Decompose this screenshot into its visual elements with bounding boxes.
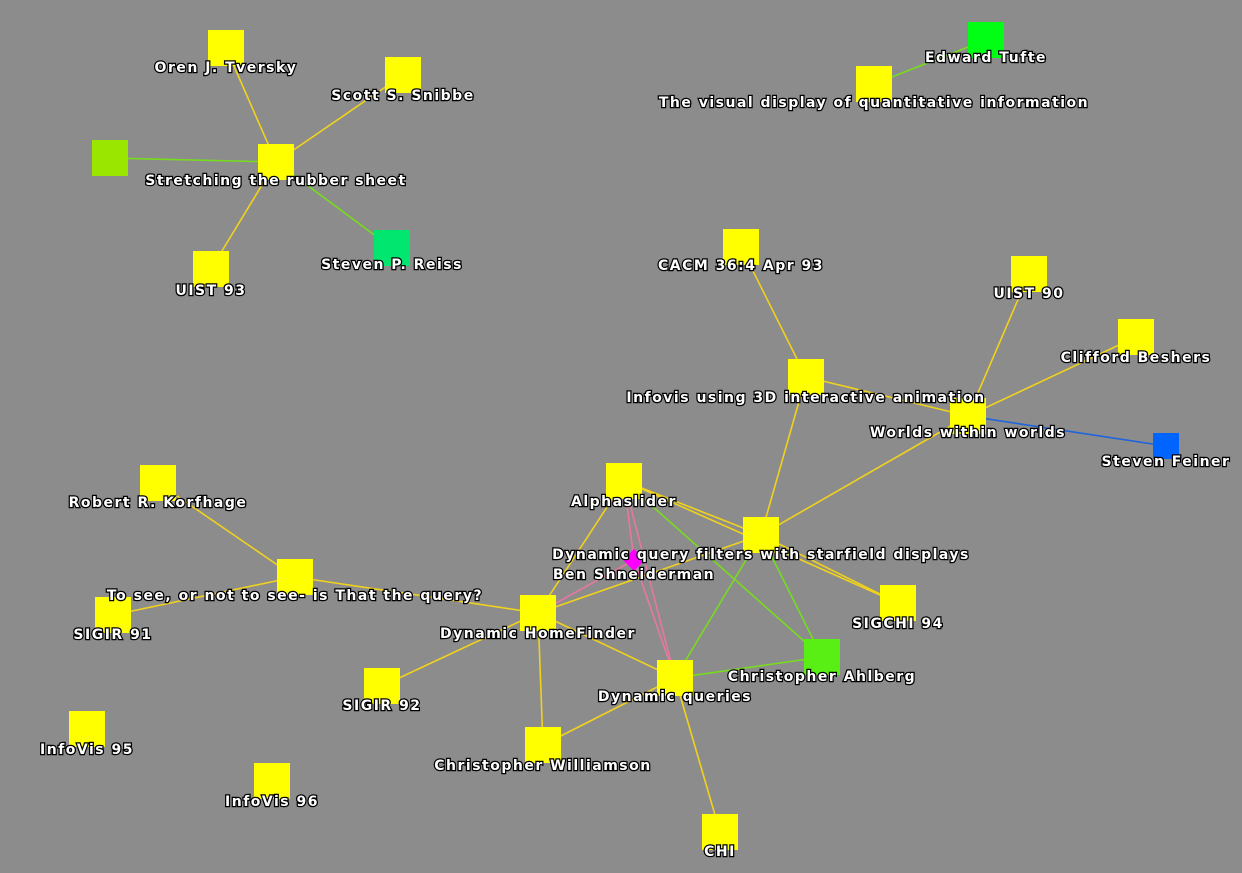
node-label-starfield: Dynamic query filters with starfield dis…	[552, 547, 970, 563]
edge-starfield-sigchi94	[760, 534, 899, 604]
node-label-uist90: UIST 90	[993, 286, 1064, 302]
node-infovis3d[interactable]	[788, 359, 824, 395]
edge-reiss-rubber	[275, 161, 393, 249]
node-label-cacm: CACM 36:4 Apr 93	[658, 258, 824, 274]
node-tufte[interactable]	[968, 22, 1004, 58]
node-label-dynqueries: Dynamic queries	[598, 689, 752, 705]
edge-homefinder-williamson	[537, 612, 544, 746]
node-uist90[interactable]	[1011, 256, 1047, 292]
node-label-visual: The visual display of quantitative infor…	[659, 95, 1089, 111]
node-label-shneiderman: Ben Shneiderman	[553, 567, 715, 583]
node-label-infovis3d: Infovis using 3D interactive animation	[626, 390, 985, 406]
edge-alphaslider-dynqueries	[623, 480, 676, 679]
edge-shneiderman-dynqueries	[633, 559, 676, 679]
node-label-sigir91: SIGIR 91	[73, 627, 152, 643]
edge-infovis3d-starfield	[760, 376, 807, 536]
node-feiner[interactable]	[1153, 433, 1179, 459]
node-label-snibbe: Scott S. Snibbe	[331, 88, 474, 104]
edge-korfhage-tosee	[157, 482, 296, 578]
edge-homefinder-sigir92	[381, 612, 539, 687]
node-dynqueries[interactable]	[657, 660, 693, 696]
node-homefinder[interactable]	[520, 595, 556, 631]
edge-snibbe-rubber	[275, 74, 404, 163]
node-tosee[interactable]	[277, 559, 313, 595]
node-uist93[interactable]	[193, 251, 229, 287]
node-worlds[interactable]	[950, 398, 986, 434]
node-label-tufte: Edward Tufte	[925, 50, 1047, 66]
node-label-infovis96: InfoVis 96	[225, 794, 319, 810]
node-label-alphaslider: Alphaslider	[571, 494, 677, 510]
node-layer	[69, 22, 1179, 850]
node-label-beshers: Clifford Beshers	[1061, 350, 1212, 366]
node-label-sigir92: SIGIR 92	[342, 698, 421, 714]
node-label-infovis95: InfoVis 95	[40, 742, 134, 758]
node-rubber[interactable]	[258, 144, 294, 180]
node-infovis95[interactable]	[69, 711, 105, 747]
node-ahlberg[interactable]	[804, 639, 840, 675]
edge-tosee-sigir91	[112, 576, 296, 616]
node-beshers[interactable]	[1118, 319, 1154, 355]
edge-starfield-ahlberg	[760, 534, 823, 658]
node-label-worlds: Worlds within worlds	[870, 425, 1066, 441]
edge-unnamed-rubber	[109, 157, 277, 163]
edge-dynqueries-williamson	[542, 677, 676, 746]
edge-tosee-homefinder	[294, 576, 539, 614]
edge-worlds-feiner	[967, 415, 1167, 447]
node-sigchi94[interactable]	[880, 585, 916, 621]
node-label-tversky: Oren J. Tversky	[155, 60, 298, 76]
node-reiss[interactable]	[374, 230, 410, 266]
edge-worlds-starfield	[760, 415, 969, 536]
edge-homefinder-dynqueries	[537, 612, 676, 679]
node-sigir91[interactable]	[95, 597, 131, 633]
node-label-chi: CHI	[704, 844, 736, 860]
edge-alphaslider-starfield	[623, 480, 762, 536]
node-infovis96[interactable]	[254, 763, 290, 799]
edge-layer	[109, 39, 1167, 833]
node-starfield[interactable]	[743, 517, 779, 553]
node-alphaslider[interactable]	[606, 463, 642, 499]
node-snibbe[interactable]	[385, 57, 421, 93]
node-label-ahlberg: Christopher Ahlberg	[728, 669, 916, 685]
node-label-feiner: Steven Feiner	[1102, 454, 1231, 470]
edge-beshers-worlds	[967, 336, 1137, 417]
node-label-sigchi94: SIGCHI 94	[852, 616, 944, 632]
node-chi[interactable]	[702, 814, 738, 850]
edge-infovis3d-worlds	[805, 376, 969, 417]
edge-uist90-worlds	[967, 273, 1030, 417]
node-sigir92[interactable]	[364, 668, 400, 704]
node-label-korfhage: Robert R. Korfhage	[69, 495, 248, 511]
node-korfhage[interactable]	[140, 465, 176, 501]
edge-alphaslider-ahlberg	[623, 480, 823, 658]
node-label-williamson: Christopher Williamson	[434, 758, 651, 774]
edge-visual-tufte	[873, 39, 987, 85]
node-label-uist93: UIST 93	[175, 283, 246, 299]
node-williamson[interactable]	[525, 727, 561, 763]
edge-starfield-homefinder	[537, 534, 762, 614]
node-visual[interactable]	[856, 66, 892, 102]
node-label-homefinder: Dynamic HomeFinder	[440, 626, 636, 642]
edge-tversky-rubber	[225, 47, 277, 163]
node-shneiderman[interactable]	[623, 549, 645, 571]
node-label-reiss: Steven P. Reiss	[321, 257, 463, 273]
node-tversky[interactable]	[208, 30, 244, 66]
node-cacm[interactable]	[723, 229, 759, 265]
edge-alphaslider-homefinder	[537, 480, 625, 614]
node-unnamed[interactable]	[92, 140, 128, 176]
edge-dynqueries-ahlberg	[674, 656, 823, 679]
node-label-tosee: To see, or not to see- is That the query…	[107, 588, 483, 604]
node-label-rubber: Stretching the rubber sheet	[145, 173, 407, 189]
edge-starfield-dynqueries	[674, 534, 762, 679]
edge-dynqueries-chi	[674, 677, 721, 833]
edge-cacm-infovis3d	[740, 246, 807, 378]
